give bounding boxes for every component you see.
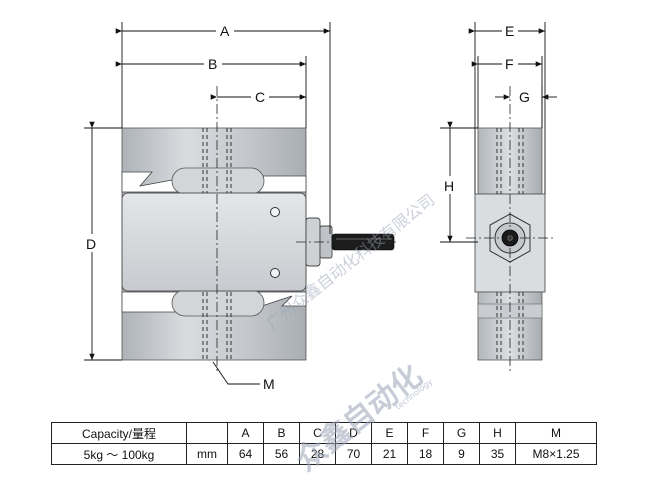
cell-m: M8×1.25 [515, 443, 597, 465]
cell-g: 9 [443, 443, 480, 465]
screw-bottom [270, 268, 280, 278]
header-e: E [371, 422, 408, 444]
thread-hole-lines [202, 128, 232, 360]
header-capacity: Capacity/量程 [51, 422, 187, 444]
cell-a: 64 [227, 443, 264, 465]
front-view [121, 86, 396, 372]
cell-c: 28 [299, 443, 336, 465]
load-cell-drawing: A B C D M [84, 22, 557, 392]
header-f: F [407, 422, 444, 444]
header-a: A [227, 422, 264, 444]
cell-capacity: 5kg ～ 100kg [51, 443, 187, 465]
dim-label-e: E [505, 23, 514, 39]
side-view [466, 86, 554, 372]
dim-label-h: H [444, 178, 454, 194]
dim-label-b: B [208, 56, 217, 72]
side-centerlines [466, 86, 554, 372]
spec-table-header-row: Capacity/量程 A B C D E F G H M [51, 422, 597, 444]
cell-h: 35 [479, 443, 516, 465]
header-h: H [479, 422, 516, 444]
cell-d: 70 [335, 443, 372, 465]
spec-table-data-row: 5kg ～ 100kg mm 64 56 28 70 21 18 9 35 M8… [51, 443, 597, 465]
cell-unit: mm [186, 443, 228, 465]
dim-label-g: G [519, 89, 530, 105]
side-thread-lines [496, 128, 524, 360]
screw-top [270, 207, 280, 217]
cell-f: 18 [407, 443, 444, 465]
header-m: M [515, 422, 597, 444]
header-d: D [335, 422, 372, 444]
dim-label-m: M [263, 376, 275, 392]
cell-b: 56 [263, 443, 300, 465]
dim-label-d: D [86, 236, 96, 252]
upper-lobe [171, 167, 265, 195]
front-centerlines [216, 86, 396, 372]
cell-e: 21 [371, 443, 408, 465]
spec-table: Capacity/量程 A B C D E F G H M 5kg ～ 100k… [51, 422, 597, 465]
header-unit [186, 422, 228, 444]
header-b: B [263, 422, 300, 444]
lower-lobe [171, 289, 265, 317]
header-c: C [299, 422, 336, 444]
header-g: G [443, 422, 480, 444]
dim-label-a: A [220, 23, 230, 39]
dim-label-f: F [505, 56, 514, 72]
dim-label-c: C [255, 89, 265, 105]
